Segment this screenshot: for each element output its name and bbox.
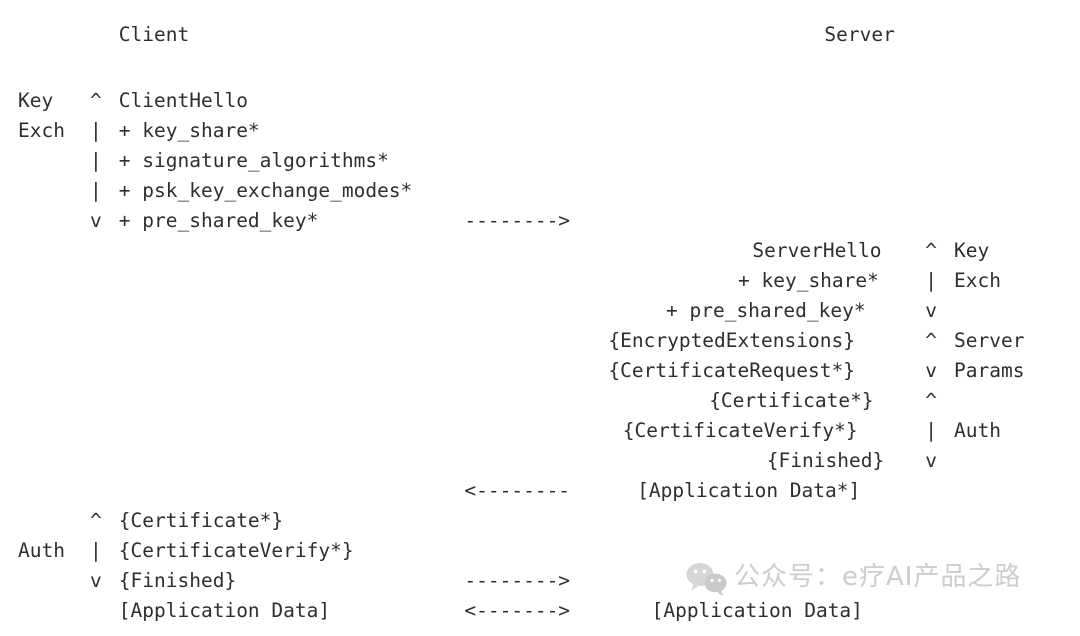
row-srv-cert-server-message: {Certificate*}: [709, 389, 874, 412]
row-srv-appdata-arrow: <--------: [464, 479, 571, 502]
row-psk-modes-bracket: |: [90, 179, 102, 202]
row-key-share-message: + key_share*: [118, 119, 260, 142]
row-srv-finished-server-message: {Finished}: [766, 449, 885, 472]
row-cli-cert-bracket: ^: [90, 509, 102, 532]
row-key-share-phase-label: Exch: [18, 119, 65, 142]
row-srv-key-share-server-phase-label: Exch: [954, 269, 1001, 292]
row-srv-cert-server-bracket: ^: [925, 389, 937, 412]
row-serverhello-server-message: ServerHello: [752, 239, 882, 262]
row-appdata-server-message: [Application Data]: [651, 599, 863, 622]
row-cli-finished-message: {Finished}: [118, 569, 237, 592]
row-srv-certverify-server-bracket: |: [925, 419, 937, 442]
row-cli-cert-message: {Certificate*}: [118, 509, 284, 532]
row-cert-req-server-message: {CertificateRequest*}: [608, 359, 855, 382]
row-sig-algs-message: + signature_algorithms*: [118, 149, 389, 172]
row-sig-algs-bracket: |: [90, 149, 102, 172]
row-clienthello-bracket: ^: [90, 89, 102, 112]
row-enc-ext-server-phase-label: Server: [954, 329, 1025, 352]
row-srv-certverify-server-phase-label: Auth: [954, 419, 1001, 442]
row-clienthello-phase-label: Key: [18, 89, 54, 112]
row-cert-req-server-bracket: v: [925, 359, 937, 382]
row-clienthello-message: ClientHello: [118, 89, 248, 112]
row-srv-psk-server-message: + pre_shared_key*: [666, 299, 866, 322]
row-enc-ext-server-message: {EncryptedExtensions}: [608, 329, 855, 352]
row-psk-bracket: v: [90, 209, 102, 232]
row-appdata-arrow: <------->: [464, 599, 571, 622]
row-enc-ext-server-bracket: ^: [925, 329, 937, 352]
row-key-share-bracket: |: [90, 119, 102, 142]
row-srv-key-share-server-bracket: |: [925, 269, 937, 292]
row-cli-certverify-bracket: |: [90, 539, 102, 562]
row-cli-certverify-message: {CertificateVerify*}: [118, 539, 354, 562]
row-cli-finished-bracket: v: [90, 569, 102, 592]
row-psk-arrow: -------->: [464, 209, 571, 232]
row-srv-certverify-server-message: {CertificateVerify*}: [622, 419, 858, 442]
row-srv-finished-server-bracket: v: [925, 449, 937, 472]
row-psk-modes-message: + psk_key_exchange_modes*: [118, 179, 413, 202]
header-server-label: Server: [824, 23, 895, 46]
header-client-label: Client: [118, 23, 190, 46]
row-srv-psk-server-bracket: v: [925, 299, 937, 322]
row-cli-finished-arrow: -------->: [464, 569, 571, 592]
row-psk-message: + pre_shared_key*: [118, 209, 319, 232]
row-serverhello-server-bracket: ^: [925, 239, 937, 262]
row-cert-req-server-phase-label: Params: [954, 359, 1025, 382]
row-serverhello-server-phase-label: Key: [954, 239, 990, 262]
row-srv-key-share-server-message: + key_share*: [738, 269, 879, 292]
row-cli-certverify-phase-label: Auth: [18, 539, 65, 562]
row-srv-appdata-server-message: [Application Data*]: [637, 479, 861, 502]
row-appdata-message: [Application Data]: [118, 599, 331, 622]
